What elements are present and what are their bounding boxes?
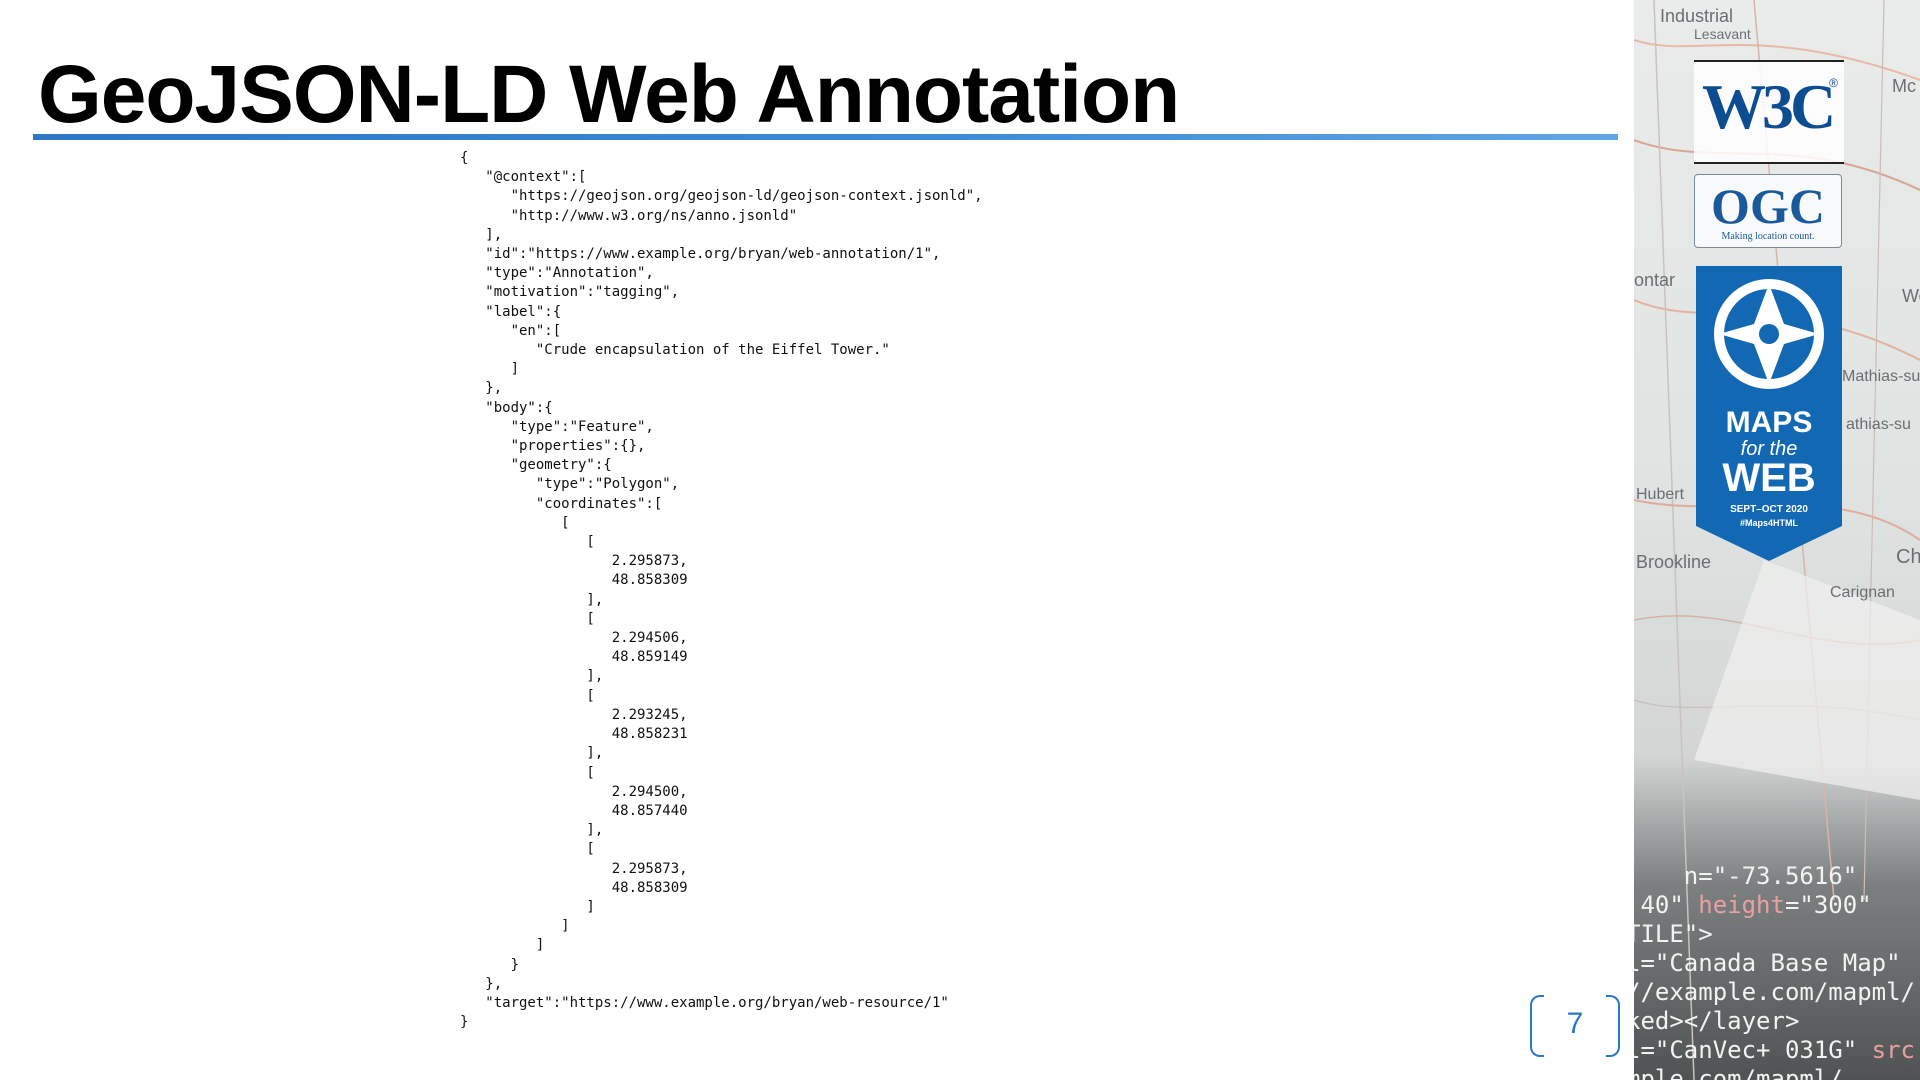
code-line: "id":"https://www.example.org/bryan/web-… <box>460 246 941 263</box>
overlay-line-5: //example.com/mapml/ <box>1634 978 1915 1006</box>
code-line: 2.294506, <box>460 630 688 647</box>
overlay-line-2-attr: height <box>1698 891 1785 919</box>
ogc-tagline: Making location count. <box>1721 231 1815 242</box>
code-line: 48.858309 <box>460 572 688 589</box>
map-label-brookline: Brookline <box>1636 552 1712 572</box>
code-line: "type":"Annotation", <box>460 265 654 282</box>
code-line: ], <box>460 668 604 685</box>
code-line: "label":{ <box>460 303 562 320</box>
code-line: "type":"Polygon", <box>460 476 680 493</box>
overlay-line-7-attr: src <box>1871 1036 1915 1064</box>
overlay-line-4: l="Canada Base Map" <box>1634 949 1901 977</box>
map-label-ch: Ch <box>1896 546 1920 568</box>
code-line: "target":"https://www.example.org/bryan/… <box>460 994 949 1011</box>
overlay-line-1: n="-73.5616" <box>1634 862 1858 890</box>
code-line: ], <box>460 745 604 762</box>
right-bracket <box>1606 995 1620 1057</box>
map-label-industrial: Industrial <box>1660 6 1734 26</box>
map-label-hubert: Hubert <box>1636 486 1685 503</box>
side-panel-map: Industrial Lesavant Mc ontar We Mathias-… <box>1634 0 1920 1080</box>
overlay-line-3: TILE"> <box>1634 920 1713 948</box>
code-line: } <box>460 1014 469 1031</box>
code-line: ], <box>460 822 604 839</box>
code-line: ] <box>460 937 545 954</box>
w3c-registered-mark: ® <box>1829 76 1838 90</box>
code-line: "https://geojson.org/geojson-ld/geojson-… <box>460 188 983 205</box>
code-line: ] <box>460 361 520 378</box>
page-number: 7 <box>1566 1007 1584 1040</box>
code-line: ] <box>460 918 570 935</box>
code-line: [ <box>460 764 595 781</box>
left-bracket <box>1530 995 1544 1057</box>
code-line: 2.295873, <box>460 860 688 877</box>
code-line: "@context":[ <box>460 169 587 186</box>
code-line: { <box>460 150 469 166</box>
badge-maps: MAPS <box>1725 406 1813 439</box>
badge-date: SEPT–OCT 2020 <box>1730 504 1808 515</box>
code-line: }, <box>460 975 503 992</box>
code-line: "motivation":"tagging", <box>460 284 680 301</box>
code-line: "type":"Feature", <box>460 418 654 435</box>
map-label-mc: Mc <box>1892 76 1916 96</box>
code-line: }, <box>460 380 503 397</box>
code-line: "properties":{}, <box>460 438 646 455</box>
page-number-box: 7 <box>1530 995 1620 1057</box>
map-label-carignan: Carignan <box>1830 584 1895 601</box>
code-line: "Crude encapsulation of the Eiffel Tower… <box>460 342 890 359</box>
code-line: [ <box>460 534 595 551</box>
map-label-lesavant: Lesavant <box>1694 26 1751 42</box>
code-line: "body":{ <box>460 399 553 416</box>
ogc-logo-text: OGC <box>1711 178 1825 234</box>
w3c-logo: W3C ® <box>1694 60 1844 164</box>
map-label-ontar: ontar <box>1634 270 1676 290</box>
map-label-mathias-1: Mathias-su <box>1842 368 1920 385</box>
code-line: 48.859149 <box>460 649 688 666</box>
overlay-line-6: ked></layer> <box>1634 1007 1800 1035</box>
code-line: "coordinates":[ <box>460 495 663 512</box>
code-line: [ <box>460 841 595 858</box>
overlay-line-2b: ="300" <box>1784 891 1872 919</box>
json-code-block: { "@context":[ "https://geojson.org/geoj… <box>460 149 983 1032</box>
code-line: 2.295873, <box>460 553 688 570</box>
code-line: 48.857440 <box>460 802 688 819</box>
code-line: 2.294500, <box>460 783 688 800</box>
code-line: 48.858309 <box>460 879 688 896</box>
title-underline <box>33 134 1618 140</box>
code-line: [ <box>460 687 595 704</box>
code-line: ], <box>460 591 604 608</box>
code-line: 48.858231 <box>460 726 688 743</box>
overlay-line-2a: 40" <box>1640 891 1684 919</box>
code-line: [ <box>460 514 570 531</box>
overlay-line-8: mple.com/mapml/ <box>1634 1065 1843 1080</box>
code-line: "geometry":{ <box>460 457 612 474</box>
code-line: "http://www.w3.org/ns/anno.jsonld" <box>460 207 798 224</box>
ogc-logo: OGC Making location count. <box>1694 174 1842 248</box>
code-line: ], <box>460 226 503 243</box>
badge-shape <box>1696 266 1842 561</box>
overlay-line-7a: l="CanVec+ 031G" <box>1634 1036 1872 1064</box>
map-label-mathias-2: athias-su <box>1846 416 1911 433</box>
map-label-we: We <box>1902 286 1920 306</box>
maps-for-the-web-badge: MAPS for the WEB SEPT–OCT 2020 #Maps4HTM… <box>1696 266 1842 561</box>
w3c-logo-text: W3C <box>1702 71 1836 142</box>
code-line: ] <box>460 898 595 915</box>
badge-hashtag: #Maps4HTML <box>1739 518 1798 528</box>
background-code-snippet: n="-73.5616" 40" height="300" TILE"> l="… <box>1634 862 1915 1080</box>
slide-title: GeoJSON-LD Web Annotation <box>38 49 1180 140</box>
badge-web: WEB <box>1722 456 1816 500</box>
code-line: 2.293245, <box>460 706 688 723</box>
code-line: [ <box>460 610 595 627</box>
badge-for-the: for the <box>1740 438 1798 460</box>
code-line: } <box>460 956 520 973</box>
code-line: "en":[ <box>460 322 562 339</box>
